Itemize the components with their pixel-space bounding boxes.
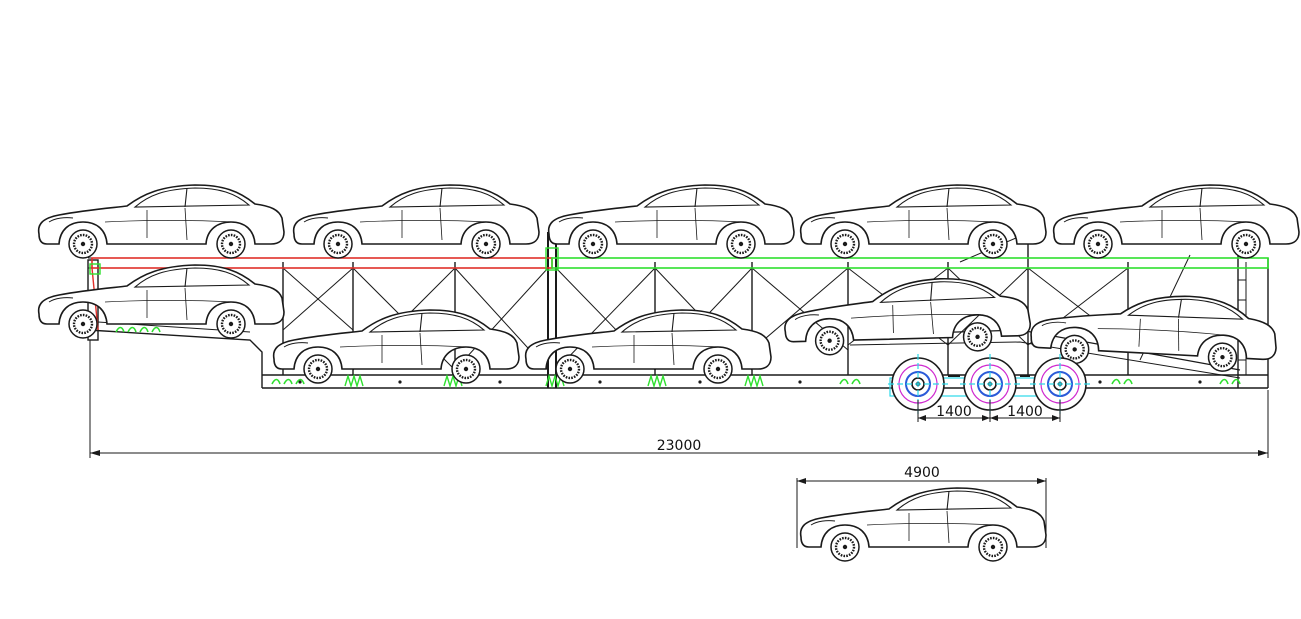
tie-down-straps xyxy=(89,263,1241,387)
trailer-axles xyxy=(887,353,1091,415)
trailer-length-label: 23000 xyxy=(657,438,702,454)
upper-deck-cars xyxy=(37,183,1301,260)
sedan-car-icon xyxy=(799,183,1048,260)
dimension-axle-spacing xyxy=(917,400,1061,422)
car-length-label: 4900 xyxy=(904,465,940,481)
lower-deck-cars xyxy=(37,263,1280,385)
dimension-trailer-length xyxy=(89,340,1269,458)
sedan-car-icon xyxy=(292,183,541,260)
sedan-car-icon xyxy=(1052,183,1301,260)
sedan-car-icon xyxy=(37,183,286,260)
axle-spacing-2-label: 1400 xyxy=(1007,404,1043,420)
sedan-car-icon xyxy=(272,308,521,385)
sedan-car-icon xyxy=(799,486,1048,563)
upper-deck-rear-green xyxy=(545,247,1269,271)
sedan-car-icon xyxy=(37,263,286,340)
sedan-car-icon xyxy=(547,183,796,260)
sedan-car-icon xyxy=(524,308,773,385)
reference-car xyxy=(796,478,1048,563)
axle-spacing-1-label: 1400 xyxy=(936,404,972,420)
